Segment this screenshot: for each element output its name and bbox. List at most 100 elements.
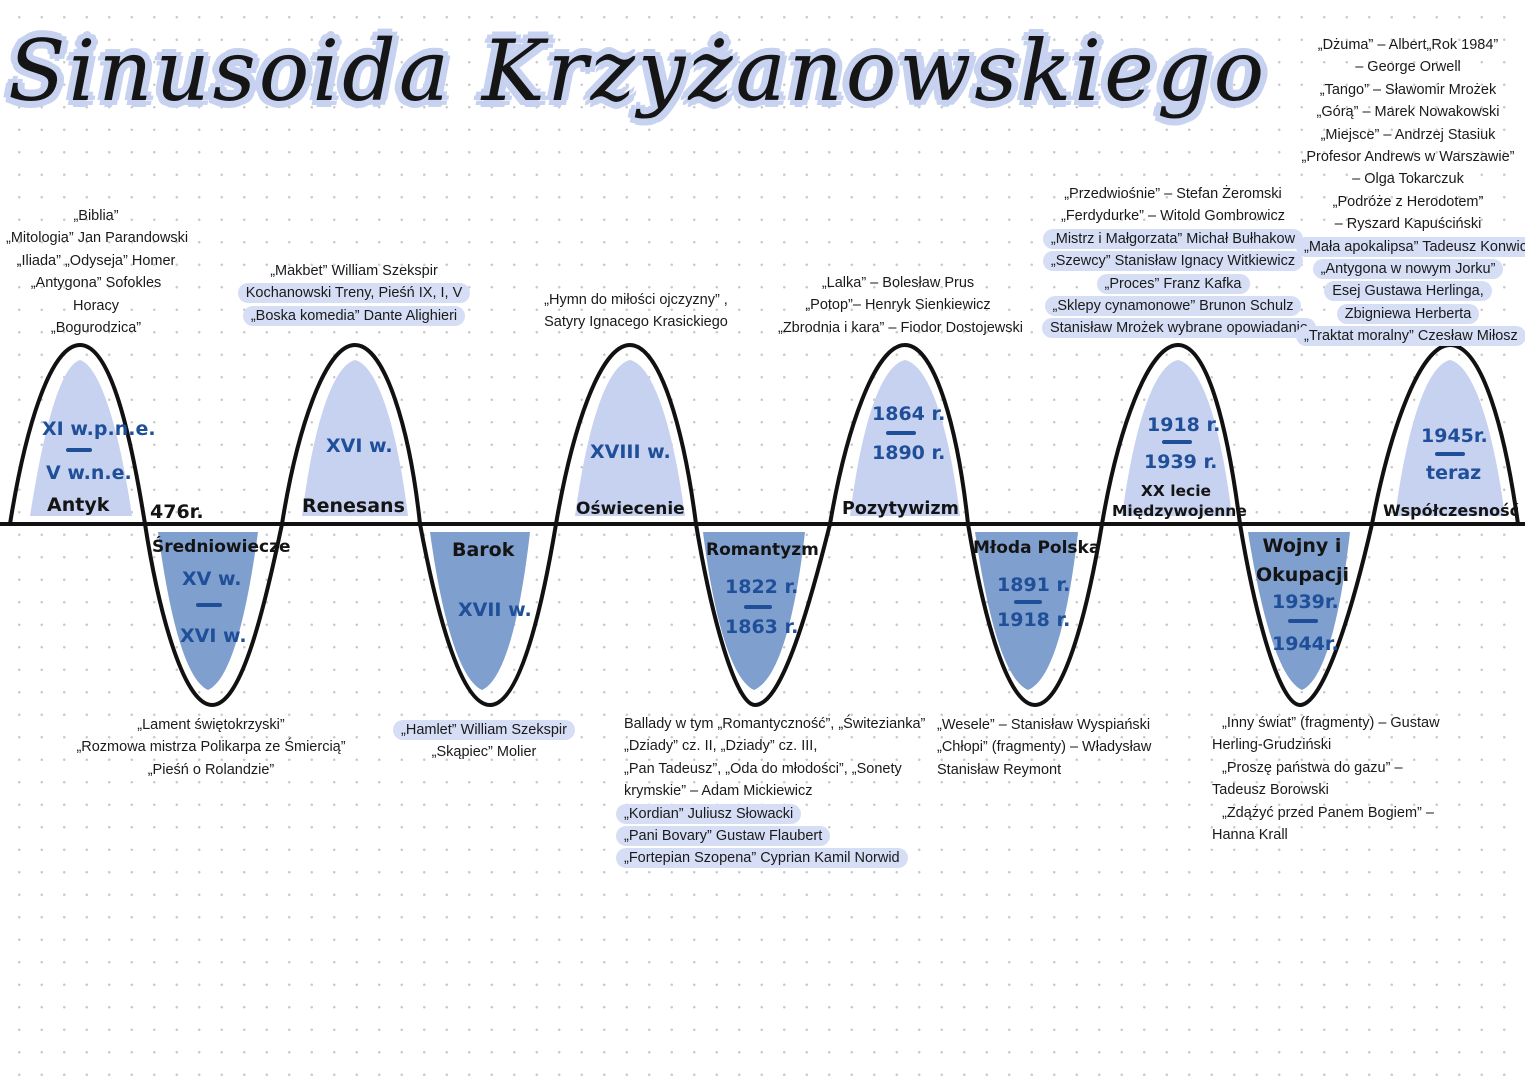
date-dash <box>1162 440 1192 444</box>
era-date-end: XVI w. <box>180 625 247 647</box>
fill-mloda-polska <box>975 532 1078 690</box>
sine-curve <box>8 342 1520 708</box>
fill-pozytywizm <box>850 360 960 516</box>
work-item: – Ryszard Kapuściński <box>1334 216 1482 233</box>
era-date-start: XI w.p.n.e. <box>42 418 156 440</box>
work-item: krymskie” – Adam Mickiewicz <box>624 783 813 800</box>
work-item: Esej Gustawa Herlinga, <box>1324 281 1492 302</box>
works-list-wspolczesnosc: „Dżuma” – Albert„Rok 1984” – George Orwe… <box>1296 34 1525 348</box>
date-dash <box>886 431 916 435</box>
era-date: XVI w. <box>326 435 393 457</box>
work-item: „Miejsce” – Andrzej Stasiuk <box>1320 126 1496 143</box>
works-list-romantyzm: Ballady w tym „Romantyczność”, „Świtezia… <box>616 713 926 870</box>
work-item: Satyry Ignacego Krasickiego <box>544 314 728 331</box>
work-item: „Antygona” Sofokles <box>30 275 162 292</box>
work-item: „Potop”– Henryk Sienkiewicz <box>805 297 991 314</box>
era-date-end: V w.n.e. <box>46 462 132 484</box>
works-list-renesans: „Makbet” William Szekspir Kochanowski Tr… <box>236 260 472 327</box>
work-item: „Proszę państwa do gazu” – <box>1222 759 1403 776</box>
fill-oswiecenie <box>575 360 685 516</box>
work-item: „Antygona w nowym Jorku” <box>1312 259 1504 280</box>
date-dash <box>196 603 222 607</box>
work-item: „Traktat moralny” Czesław Miłosz <box>1296 326 1525 347</box>
era-name: Współczesność <box>1383 501 1520 520</box>
fill-antyk <box>30 360 132 516</box>
date-dash <box>66 448 92 452</box>
work-item: Zbigniewa Herberta <box>1336 303 1480 324</box>
work-item: „Pani Bovary” Gustaw Flaubert <box>616 826 831 847</box>
era-date-end: 1863 r. <box>725 616 799 638</box>
era-date-end: teraz <box>1426 462 1482 484</box>
work-item: „Bogurodzica” <box>50 320 142 337</box>
work-item: „Rozmowa mistrza Polikarpa ze Śmiercią” <box>76 739 346 756</box>
work-item: „Inny świat” (fragmenty) – Gustaw <box>1222 715 1440 731</box>
era-name: Pozytywizm <box>842 499 959 519</box>
era-name: Średniowiecze <box>152 537 291 557</box>
work-item: „Mała apokalipsa” Tadeusz Konwicki <box>1296 236 1525 257</box>
work-item: – Olga Tokarczuk <box>1352 171 1464 188</box>
era-name: Barok <box>452 539 515 561</box>
work-item: „Zdążyć przed Panem Bogiem” – <box>1222 804 1434 821</box>
work-item: „Mitologia” Jan Parandowski <box>6 230 189 247</box>
era-date-end: 1944r. <box>1272 633 1339 655</box>
era-name: Wojny i Okupacji <box>1256 535 1350 586</box>
work-item: Ballady w tym „Romantyczność”, „Świtezia… <box>624 716 926 732</box>
era-date-start: 1918 r. <box>1147 414 1221 436</box>
works-list-barok: „Hamlet” William Szekspir „Skąpiec” Moli… <box>386 719 582 764</box>
work-item: „Makbet” William Szekspir <box>270 263 438 279</box>
fill-wspolczesnosc <box>1395 360 1505 516</box>
era-date-start: 1864 r. <box>872 403 946 425</box>
work-item: „Podróże z Herodotem” <box>1332 193 1484 210</box>
works-list-mloda-polska: „Wesele” – Stanisław Wyspiański „Chłopi”… <box>937 714 1157 781</box>
date-dash <box>744 605 772 609</box>
work-item: „Górą” – Marek Nowakowski <box>1316 104 1500 121</box>
works-list-wojny: „Inny świat” (fragmenty) – Gustaw Herlin… <box>1212 712 1442 846</box>
date-dash <box>1288 619 1318 623</box>
fill-romantyzm <box>703 532 805 690</box>
date-dash <box>1014 600 1042 604</box>
work-item: Kochanowski Treny, Pieśń IX, I, V <box>237 283 471 304</box>
work-item: „Zbrodnia i kara” – Fiodor Dostojewski <box>778 319 1023 336</box>
work-item: „Pan Tadeusz”, „Oda do młodości”, „Sonet… <box>624 760 902 777</box>
era-date-end: 1918 r. <box>997 609 1071 631</box>
works-list-pozytywizm: „Lalka” – Bolesław Prus „Potop”– Henryk … <box>778 272 1023 339</box>
era-name: XX lecie Międzywojenne <box>1112 482 1247 520</box>
work-item: – George Orwell <box>1355 59 1461 76</box>
work-item: „Sklepy cynamonowe” Brunon Schulz <box>1044 296 1302 317</box>
works-list-antyk: „Biblia” „Mitologia” Jan Parandowski „Il… <box>6 205 189 339</box>
work-item: „Iliada” „Odyseja” Homer <box>16 252 176 269</box>
work-item: „Hymn do miłości ojczyzny” , <box>544 292 728 308</box>
work-item: „Biblia” <box>73 208 119 224</box>
work-item: „Szewcy” Stanisław Ignacy Witkiewicz <box>1042 251 1304 272</box>
era-date-start: 1822 r. <box>725 576 799 598</box>
work-item: „Lament świętokrzyski” <box>137 717 285 733</box>
work-item: Stanisław Reymont <box>937 761 1062 778</box>
era-date: XVII w. <box>458 599 532 621</box>
works-list-oswiecenie: „Hymn do miłości ojczyzny” , Satyry Igna… <box>536 289 736 334</box>
work-item: „Pieśń o Rolandzie” <box>147 761 275 778</box>
era-date-start: XV w. <box>182 568 242 590</box>
work-item: „Dżuma” – Albert„Rok 1984” <box>1317 37 1499 53</box>
work-item: „Ferdydurke” – Witold Gombrowicz <box>1061 208 1285 225</box>
work-item: „Przedwiośnie” – Stefan Żeromski <box>1064 186 1282 202</box>
era-name: Oświecenie <box>576 499 685 519</box>
fill-renesans <box>302 360 408 516</box>
work-item: „Skąpiec” Molier <box>431 744 537 761</box>
work-item: „Kordian” Juliusz Słowacki <box>616 803 802 824</box>
work-item: Stanisław Mrożek wybrane opowiadanie <box>1042 318 1316 339</box>
work-item: Horacy <box>73 297 119 314</box>
fill-sredniowiecze <box>158 532 258 690</box>
era-date-end: 1890 r. <box>872 442 946 464</box>
work-item: Tadeusz Borowski <box>1212 782 1329 799</box>
work-item: „Dziady” cz. II, „Dziady” cz. III, <box>624 738 818 755</box>
work-item: Hanna Krall <box>1212 827 1288 844</box>
work-item: „Profesor Andrews w Warszawie” <box>1301 149 1515 166</box>
fill-barok <box>430 532 530 690</box>
work-item: „Fortepian Szopena” Cyprian Kamil Norwid <box>616 848 908 869</box>
era-date: XVIII w. <box>590 441 671 463</box>
work-item: „Tango” – Sławomir Mrożek <box>1319 81 1497 98</box>
date-dash <box>1435 452 1465 456</box>
era-name: Młoda Polska <box>973 538 1101 558</box>
work-item: „Boska komedia” Dante Alighieri <box>242 305 466 326</box>
